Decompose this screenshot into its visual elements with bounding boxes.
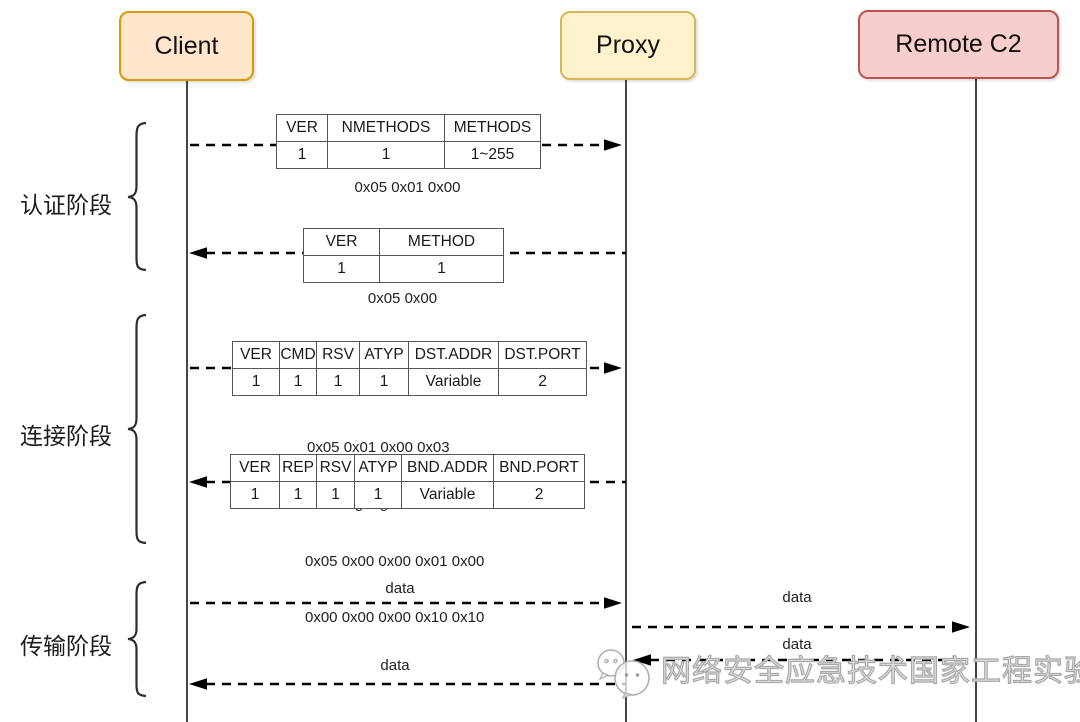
header-cell: DST.PORT <box>498 342 586 368</box>
value-cell: 1 <box>379 256 503 282</box>
caption-auth-response-hex: 0x05 0x00 <box>367 290 438 307</box>
table-value-row: 1 1 1~255 <box>277 141 540 168</box>
value-cell: 1 <box>337 260 346 277</box>
packet-table-auth-response: VER METHOD 1 1 <box>303 228 504 283</box>
header-cell: VER <box>240 346 272 363</box>
transfer-phase-brace <box>127 580 147 698</box>
arrow-connect-request-head <box>604 362 622 374</box>
packet-table-auth-request: VER NMETHODS METHODS 1 1 1~255 <box>276 114 541 169</box>
value-cell: 1 <box>327 142 444 168</box>
caption-line: 0x05 0x00 0x00 0x01 0x00 <box>305 553 485 570</box>
arrow-auth-request-head <box>604 139 622 151</box>
value-cell: 2 <box>498 369 586 395</box>
value-cell: 1~255 <box>444 142 540 168</box>
data-label-client-to-proxy: data <box>385 580 415 597</box>
actor-remote-c2-label: Remote C2 <box>895 30 1022 58</box>
header-cell: RSV <box>316 342 359 368</box>
connect-phase-brace <box>127 313 147 545</box>
arrow-data-proxy-to-remote-head <box>952 621 970 633</box>
header-cell: DST.ADDR <box>408 342 498 368</box>
arrow-auth-response-head <box>189 247 207 259</box>
table-header-row: VER CMD RSV ATYP DST.ADDR DST.PORT <box>233 342 586 368</box>
header-cell: NMETHODS <box>327 115 444 141</box>
value-cell: 1 <box>251 373 261 390</box>
watermark-text: 网络安全应急技术国家工程实验室 <box>660 654 1080 688</box>
value-cell: 1 <box>279 369 316 395</box>
actor-proxy: Proxy <box>560 11 696 80</box>
table-header-row: VER REP RSV ATYP BND.ADDR BND.PORT <box>231 455 584 481</box>
chat-bubbles-icon <box>597 649 650 699</box>
arrow-data-remote-to-proxy-head <box>633 654 651 666</box>
table-value-row: 1 1 1 1 Variable 2 <box>233 368 586 395</box>
value-cell: 1 <box>316 369 359 395</box>
header-cell: VER <box>239 459 271 476</box>
value-cell: 1 <box>359 369 408 395</box>
table-header-row: VER NMETHODS METHODS <box>277 115 540 141</box>
table-value-row: 1 1 <box>304 255 503 282</box>
header-cell: ATYP <box>354 455 401 481</box>
table-header-row: VER METHOD <box>304 229 503 255</box>
actor-client-label: Client <box>154 31 219 60</box>
header-cell: CMD <box>279 342 316 368</box>
value-cell: 1 <box>354 482 401 508</box>
header-cell: RSV <box>316 455 354 481</box>
caption-auth-request-hex: 0x05 0x01 0x00 <box>354 179 461 196</box>
header-cell: REP <box>279 455 316 481</box>
header-cell: METHODS <box>444 115 540 141</box>
arrow-connect-response-head <box>189 476 207 488</box>
value-cell: 1 <box>250 486 260 503</box>
actor-proxy-label: Proxy <box>596 31 660 59</box>
value-cell: Variable <box>408 369 498 395</box>
packet-table-connect-response: VER REP RSV ATYP BND.ADDR BND.PORT 1 1 1… <box>230 454 585 509</box>
arrow-data-client-to-proxy-head <box>604 597 622 609</box>
data-label-remote-to-proxy: data <box>782 636 812 653</box>
phase-label-auth: 认证阶段 <box>20 192 112 218</box>
data-label-proxy-to-remote: data <box>782 589 812 606</box>
value-cell: 1 <box>279 482 316 508</box>
caption-connect-response-hex: 0x05 0x00 0x00 0x01 0x00 0x00 0x00 0x00 … <box>305 516 484 664</box>
header-cell: METHOD <box>379 229 503 255</box>
actor-client: Client <box>119 11 254 81</box>
phase-label-transfer: 传输阶段 <box>20 633 112 659</box>
header-cell: BND.PORT <box>493 455 584 481</box>
packet-table-connect-request: VER CMD RSV ATYP DST.ADDR DST.PORT 1 1 1… <box>232 341 587 396</box>
caption-line: 0x00 0x00 0x00 0x10 0x10 <box>305 608 485 626</box>
header-cell: VER <box>286 119 318 136</box>
data-label-proxy-to-client: data <box>380 657 410 674</box>
caption-line: 0x05 0x01 0x00 0x03 <box>307 439 450 456</box>
phase-label-connect: 连接阶段 <box>20 423 112 449</box>
arrow-data-proxy-to-client-head <box>189 678 207 690</box>
header-cell: ATYP <box>359 342 408 368</box>
header-cell: BND.ADDR <box>401 455 493 481</box>
value-cell: 1 <box>316 482 354 508</box>
value-cell: 2 <box>493 482 584 508</box>
header-cell: VER <box>325 233 358 250</box>
actor-remote-c2: Remote C2 <box>858 10 1059 79</box>
value-cell: 1 <box>297 146 307 163</box>
value-cell: Variable <box>401 482 493 508</box>
table-value-row: 1 1 1 1 Variable 2 <box>231 481 584 508</box>
watermark: 网络安全应急技术国家工程实验室 <box>592 645 1080 699</box>
auth-phase-brace <box>127 121 147 272</box>
